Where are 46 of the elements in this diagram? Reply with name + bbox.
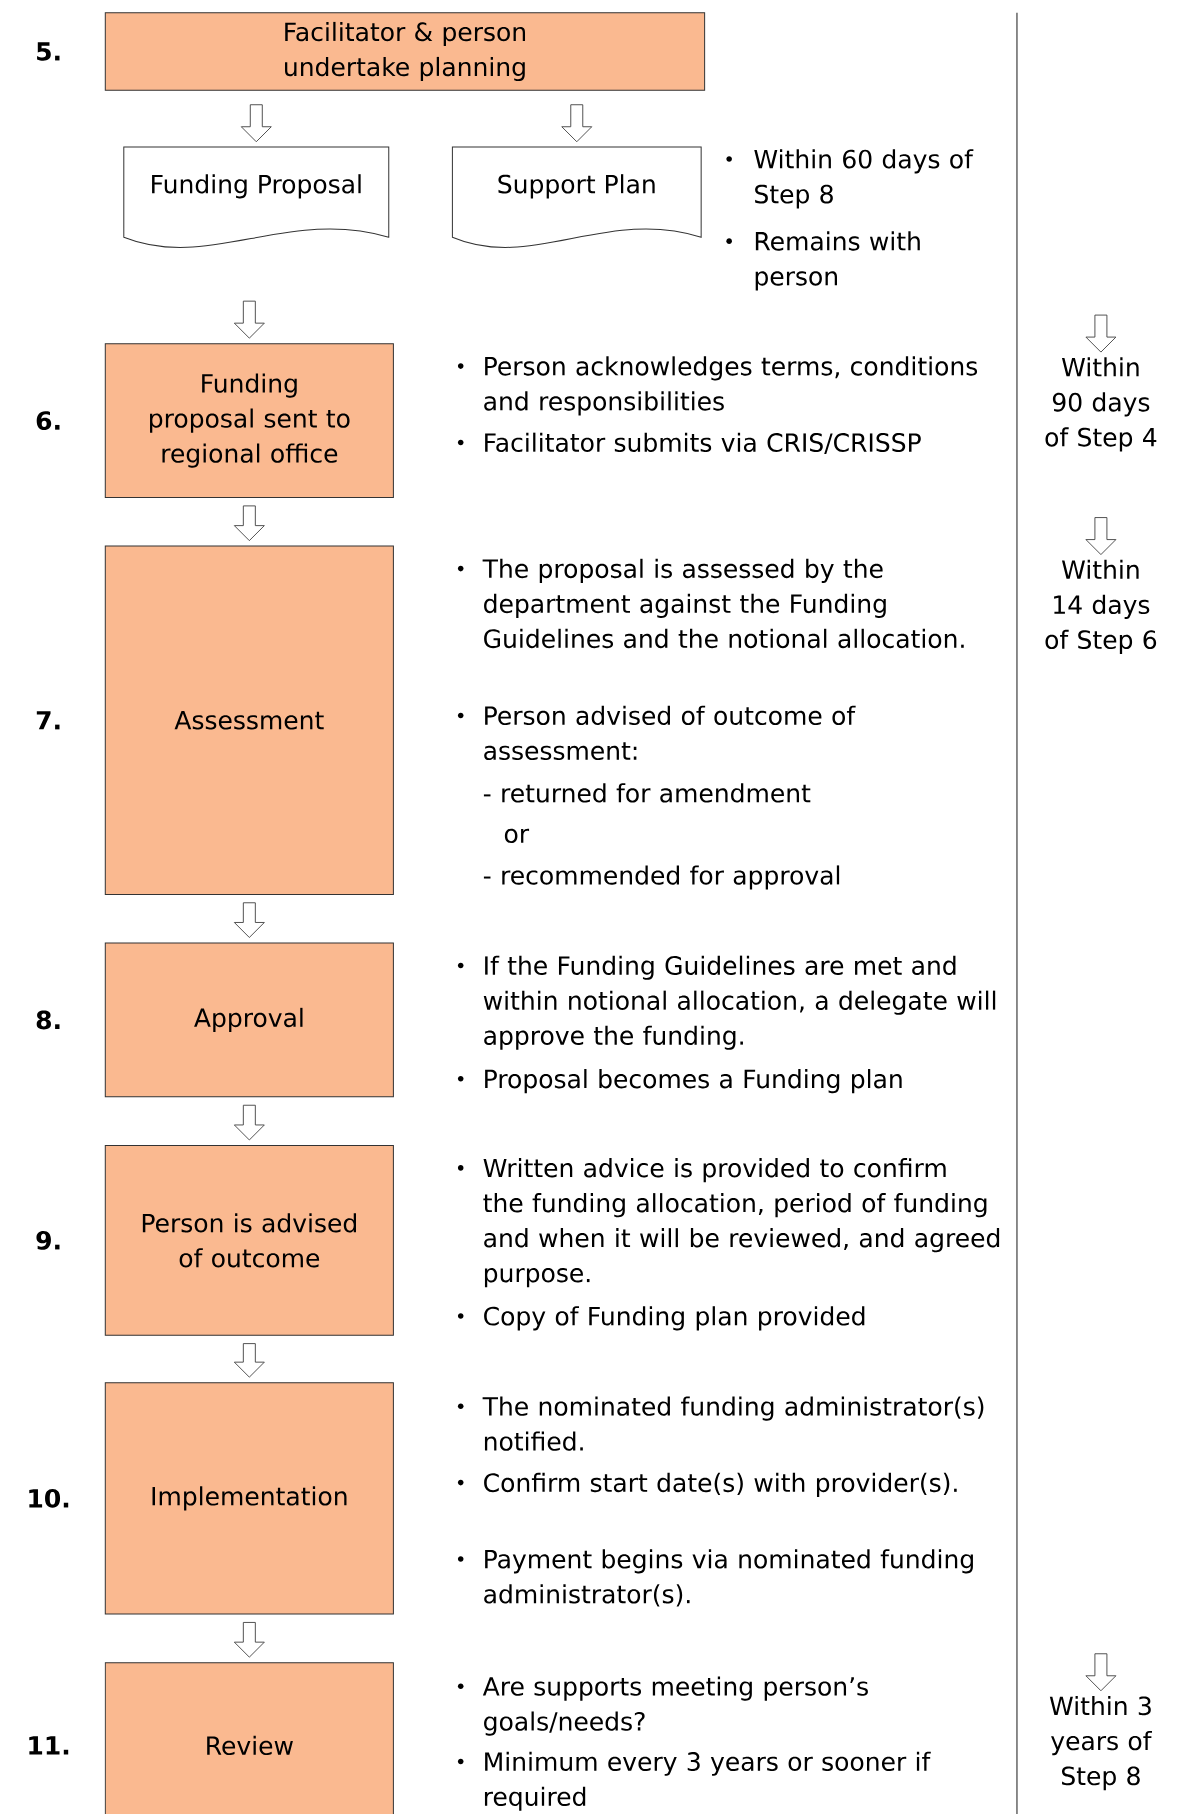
bullet-item: Copy of Funding plan provided [457, 1306, 865, 1331]
list-item: - recommended for approval [483, 865, 840, 890]
bullet-item: Minimum every 3 years or sooner if required [457, 1751, 931, 1811]
block-arrow [233, 1104, 265, 1141]
list-item: - returned for amendment [483, 783, 811, 803]
bullet-item: Are supports meeting person’s goals/needs? [457, 1676, 868, 1736]
block-arrow [1085, 1653, 1117, 1692]
step-number: 9. [36, 1230, 60, 1250]
bullet-item: The nominated funding administrator(s) notified. [457, 1396, 984, 1451]
block-arrow [233, 1343, 265, 1378]
bullet-item: Confirm start date(s) with provider(s). [457, 1472, 957, 1498]
bullet-item: Remains with person [726, 231, 920, 291]
block-arrow [233, 1622, 265, 1658]
bullet-item: Person acknowledges terms, conditions and responsibilities [457, 356, 978, 416]
bullet-item: Within 60 days of Step 8 [726, 149, 974, 209]
step-number: 11. [29, 1736, 69, 1755]
block-arrow [233, 505, 265, 542]
time-note: Within 90 days of Step 4 [1045, 357, 1157, 452]
process-box: Person is advised of outcome [104, 1144, 394, 1336]
list-item: or [504, 828, 530, 844]
process-box: Facilitator & person undertake planning [104, 12, 706, 91]
bullet-item: Proposal becomes a Funding plan [457, 1069, 902, 1094]
step-number: 6. [36, 411, 60, 431]
step-number: 8. [36, 1010, 60, 1030]
time-note: Within 3 years of Step 8 [1049, 1695, 1152, 1791]
process-box: Approval [104, 942, 394, 1098]
bullet-item: Facilitator submits via CRIS/CRISSP [457, 432, 921, 454]
block-arrow [1085, 314, 1117, 353]
bullet-item: Person advised of outcome of assessment: [457, 705, 856, 761]
bullet-item: If the Funding Guidelines are met and within notional allocation, a delegate will approve the funding. [457, 955, 996, 1050]
time-note: Within 14 days of Step 6 [1045, 559, 1157, 654]
block-arrow [561, 104, 593, 143]
process-box: Review [104, 1662, 394, 1814]
process-box: Assessment [104, 545, 394, 895]
process-box: Implementation [104, 1382, 394, 1615]
bullet-item: Written advice is provided to confirm the funding allocation, period of funding and when it will be reviewed, and agreed purpose. [457, 1158, 1000, 1288]
bullet-item: Payment begins via nominated funding administrator(s). [457, 1549, 973, 1607]
bullet-item: The proposal is assessed by the department against the Funding Guidelines and the notional allocation. [457, 558, 964, 649]
block-arrow [233, 300, 265, 339]
step-number: 7. [36, 711, 60, 730]
process-box: Funding proposal sent to regional office [104, 343, 394, 499]
block-arrow [233, 902, 265, 938]
step-number: 10. [29, 1488, 69, 1508]
block-arrow [1085, 517, 1117, 556]
step-number: 5. [37, 42, 60, 61]
block-arrow [240, 104, 272, 143]
